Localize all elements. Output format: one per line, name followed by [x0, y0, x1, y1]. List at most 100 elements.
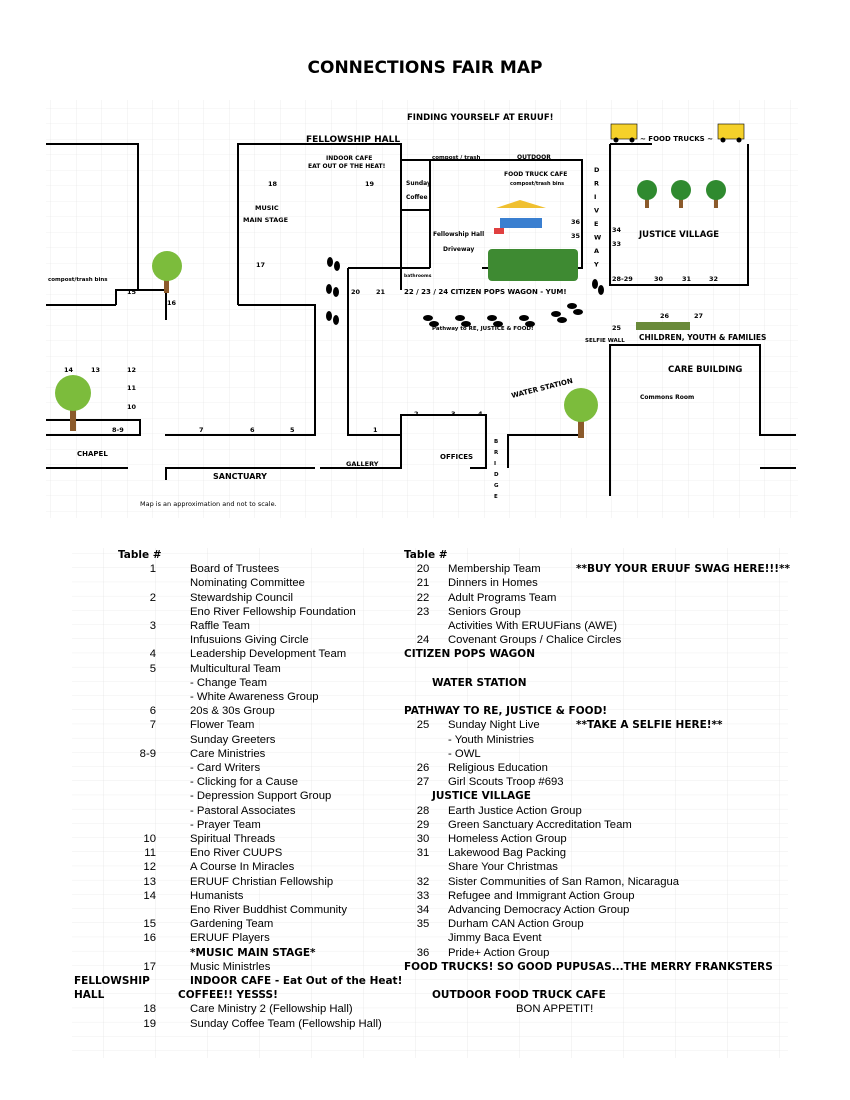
disclaimer: Map is an approximation and not to scale… [140, 500, 277, 508]
section-label-right: WATER STATION [432, 676, 527, 689]
section-label: INDOOR CAFE - Eat Out of the Heat! [190, 975, 403, 987]
group-name-right: Dinners in Homes [448, 577, 538, 590]
table-number-right: 28 [416, 804, 430, 817]
driveway-letter: Y [593, 261, 599, 269]
svg-text:15: 15 [127, 288, 137, 296]
svg-text:19: 19 [365, 180, 375, 188]
group-name-right: Girl Scouts Troop #693 [448, 776, 564, 789]
table-header: Table # Table # [72, 548, 788, 562]
group-name-right: Lakewood Bag Packing [448, 847, 567, 860]
svg-text:16: 16 [167, 299, 177, 307]
row-prefix: HALL [74, 989, 105, 1002]
svg-text:20: 20 [351, 288, 361, 296]
table-number: 8-9 [139, 747, 156, 760]
row-prefix: FELLOWSHIP [74, 975, 150, 987]
table-number: 11 [144, 847, 156, 860]
svg-text:21: 21 [376, 288, 386, 296]
group-name-right: Share Your Christmas [448, 861, 558, 874]
svg-text:17: 17 [256, 261, 265, 269]
driveway-letter: E [594, 220, 598, 228]
group-name-right: Membership Team [448, 563, 541, 576]
offices-label: OFFICES [440, 453, 473, 461]
table-number-right: 21 [416, 577, 430, 590]
group-name-right: Seniors Group [448, 605, 521, 618]
header-right: Table # [404, 549, 448, 561]
group-name: Eno River Fellowship Foundation [190, 605, 356, 618]
bridge-letter: I [494, 461, 496, 467]
table-number-right: 27 [416, 776, 430, 789]
picnic-table-icon [494, 200, 546, 234]
group-name: Infusuions Giving Circle [190, 634, 309, 647]
group-name: 20s & 30s Group [190, 705, 275, 718]
justice-village-label: JUSTICE VILLAGE [638, 230, 719, 240]
group-name: - Card Writers [190, 762, 261, 774]
pathway-label: Pathway to RE, JUSTICE & FOOD! [432, 326, 533, 332]
driveway-letter: V [594, 207, 599, 215]
compost-label: compost / trash [432, 155, 481, 161]
table-numbers: 18 19 36 35 34 33 17 28-29 30 31 32 15 1… [64, 180, 718, 434]
group-name: Care Ministry 2 (Fellowship Hall) [190, 1003, 353, 1016]
table-number: 19 [143, 1017, 156, 1030]
table-number-right: 36 [416, 946, 430, 959]
tree-icon [637, 180, 726, 208]
group-name: A Course In Miracles [190, 861, 295, 874]
table-row: FELLOWSHIP INDOOR CAFE - Eat Out of the H… [72, 974, 788, 988]
svg-text:11: 11 [127, 384, 137, 392]
group-name-right: Durham CAN Action Group [448, 918, 584, 931]
group-name: Sunday Coffee Team (Fellowship Hall) [190, 1017, 382, 1030]
svg-text:3: 3 [451, 410, 456, 418]
group-name: Gardening Team [190, 918, 274, 931]
table-number: 7 [149, 719, 156, 732]
group-name: Flower Team [190, 719, 255, 732]
bridge-letter: G [494, 483, 499, 489]
group-name-right: Advancing Democracy Action Group [448, 904, 630, 916]
header-left: Table # [118, 549, 162, 561]
group-name: Eno River CUUPS [190, 847, 283, 860]
section-label-right: JUSTICE VILLAGE [432, 790, 531, 803]
group-name-right: Covenant Groups / Chalice Circles [448, 634, 622, 647]
sunday-label: Sunday [406, 180, 431, 187]
svg-text:10: 10 [127, 403, 137, 411]
table-number: 2 [149, 591, 156, 604]
svg-text:36: 36 [571, 218, 581, 226]
music-label: MUSIC [255, 204, 279, 212]
table-number-right: 23 [416, 605, 430, 618]
table-row: Sunday Greeters- Youth Ministries [72, 733, 788, 747]
group-name: Sunday Greeters [190, 733, 276, 746]
children-label: CHILDREN, YOUTH & FAMILIES [639, 333, 766, 342]
page-title: CONNECTIONS FAIR MAP [307, 58, 543, 78]
group-name: ERUUF Players [190, 932, 270, 945]
table-number-right: 22 [416, 591, 430, 604]
table-number: 1 [149, 563, 156, 576]
table-number: 6 [149, 705, 156, 718]
hedge-icon [488, 249, 578, 281]
sanctuary-label: SANCTUARY [213, 472, 267, 481]
table-number-right: 33 [416, 889, 430, 902]
indoor-cafe-label: INDOOR CAFE [326, 155, 372, 162]
table-number: 5 [149, 662, 156, 675]
group-name-right: Sister Communities of San Ramon, Nicarag… [448, 875, 680, 888]
svg-text:18: 18 [268, 180, 278, 188]
group-name: Eno River Buddhist Community [190, 904, 347, 916]
svg-text:33: 33 [612, 240, 621, 248]
chapel-label: CHAPEL [77, 450, 108, 458]
care-building-label: CARE BUILDING [668, 365, 742, 375]
section-label-right: CITIZEN POPS WAGON [404, 648, 536, 661]
driveway-letter: W [594, 234, 601, 242]
group-name-right: Pride+ Action Group [448, 946, 550, 959]
group-name: Music Ministrles [190, 960, 271, 973]
